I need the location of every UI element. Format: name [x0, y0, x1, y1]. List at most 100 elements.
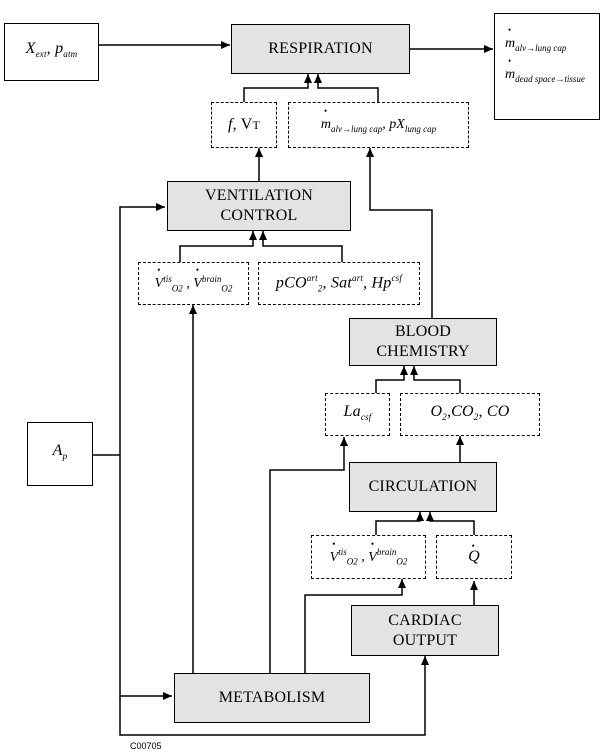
px-label: pX [389, 116, 405, 132]
la-csf-box: Lacsf [325, 393, 390, 436]
x-ext: X [25, 40, 36, 58]
p-atm-sub: atm [63, 49, 78, 60]
vo2-brain-sub2: 2 [227, 283, 233, 294]
ventilation-control-box: VENTILATION CONTROL [167, 181, 351, 231]
link-fvt-to-respiration [243, 74, 312, 102]
vo2-tis-sub2: 2 [178, 283, 183, 294]
link-mpx-to-respiration [314, 74, 379, 102]
mdot-2: m [505, 56, 515, 83]
blood-line1: BLOOD [394, 323, 452, 340]
output-line-2: mdead space→tissue [505, 56, 585, 84]
sep: , [363, 274, 372, 292]
link-blood-to-mpx [366, 148, 433, 318]
ventilation-line2: CONTROL [220, 207, 298, 224]
q-label: Q [468, 536, 480, 567]
pco2: pCO [275, 274, 307, 292]
vo2-brain-sub2: 2 [402, 556, 408, 567]
respiration-outputs-box: malv→lung cap mdead space→tissue [494, 13, 600, 120]
link-la-to-blood [375, 366, 408, 393]
sep: , [182, 276, 194, 292]
sep: , [46, 40, 56, 58]
sep: , [357, 549, 369, 565]
f-vt-box: f, VT [211, 102, 277, 148]
metabolism-label: METABOLISM [218, 689, 326, 706]
pco2-sup: art [306, 273, 318, 284]
respiration-box: RESPIRATION [231, 24, 410, 74]
vo2-tis-sup: tis [163, 273, 172, 284]
vo2-tis-sup: tis [338, 547, 347, 558]
vt-sub: T [252, 118, 261, 132]
sep: , [382, 116, 390, 132]
hp-sup: csf [391, 273, 403, 284]
co2-sub: 2 [473, 412, 479, 423]
vo2-tis-sub2: 2 [353, 556, 358, 567]
o2-co2-co-box: O2,CO2, CO [400, 393, 540, 436]
arrow-ap-to-ventctrl [119, 203, 165, 455]
f-label: f [227, 116, 233, 133]
px-sub: lung cap [404, 123, 437, 134]
link-vo2left-to-ventctrl [179, 231, 257, 262]
vo2-tis-brain-left-box: VtisO2 , VbrainO2 [138, 262, 249, 305]
vo2-brain-sup: brain [201, 273, 222, 284]
la: La [343, 402, 361, 420]
metabolism-box: METABOLISM [174, 673, 370, 723]
vo2-brain-sup: brain [376, 547, 397, 558]
cardiac-line1: CARDIAC [388, 611, 462, 629]
sat-sup: art [352, 273, 364, 284]
external-inputs-box: Xext, patm [4, 23, 99, 81]
cardiac-line2: OUTPUT [392, 631, 458, 649]
co: CO [486, 402, 510, 420]
co2: CO [451, 402, 474, 420]
sep: , [478, 402, 487, 420]
vo2-brain: V [193, 265, 202, 292]
x-ext-sub: ext [35, 49, 47, 60]
blood-line2: CHEMISTRY [376, 343, 470, 360]
arrow-metab-to-vo2right [304, 579, 406, 673]
ap-sub: p [62, 451, 68, 462]
pco2-sat-hp-box: pCOart2, Satart, Hpcsf [258, 262, 420, 305]
vo2-tis: V [330, 539, 339, 566]
link-vo2right-to-circ [375, 512, 424, 535]
arrow-ap-to-metabolism [119, 455, 172, 700]
mdot-sub: alv→lung cap [331, 123, 383, 134]
circulation-label: CIRCULATION [368, 478, 478, 495]
output-line-1: malv→lung cap [505, 25, 567, 53]
cardiac-flow-q-box: Q [436, 535, 512, 579]
vo2-brain-sub: O [221, 283, 228, 294]
vt-label: V [240, 116, 253, 133]
hp: Hp [371, 274, 392, 292]
o2-sub: 2 [442, 412, 447, 423]
ventilation-line1: VENTILATION [205, 187, 313, 204]
respiration-label: RESPIRATION [268, 40, 373, 57]
link-o2-to-blood [410, 366, 461, 393]
cardiac-output-box: CARDIAC OUTPUT [351, 605, 499, 656]
blood-chemistry-box: BLOOD CHEMISTRY [349, 318, 497, 366]
vo2-tis: V [155, 265, 164, 292]
arrow-ap-to-cardiac [119, 656, 429, 736]
link-q-to-circ [426, 512, 475, 535]
sep: , [322, 274, 331, 292]
p-atm: p [55, 40, 64, 58]
link-pco2-to-ventctrl [259, 231, 343, 262]
sat: Sat [330, 274, 352, 292]
sep: , [446, 402, 452, 420]
mdot: m [321, 106, 331, 133]
sep: , [232, 116, 241, 133]
ap-box: Ap [27, 422, 93, 486]
pco2-sub: 2 [317, 283, 323, 294]
vo2-brain: V [368, 539, 377, 566]
vo2-brain-sub: O [396, 556, 403, 567]
m-px-box: malv→lung cap, pXlung cap [288, 102, 469, 148]
la-sub: csf [360, 412, 372, 423]
mdot-1-sub: alv→lung cap [515, 42, 567, 53]
arrow-metab-to-la [269, 437, 348, 673]
mdot-1: m [505, 25, 515, 52]
vo2-tis-brain-right-box: VtisO2 , VbrainO2 [311, 535, 426, 579]
vo2-tis-sub: O [346, 556, 354, 567]
ap-a: A [52, 442, 63, 460]
figure-code: C00705 [130, 741, 162, 751]
vo2-tis-sub: O [171, 283, 179, 294]
o2: O [430, 402, 443, 420]
mdot-2-sub: dead space→tissue [515, 73, 585, 84]
